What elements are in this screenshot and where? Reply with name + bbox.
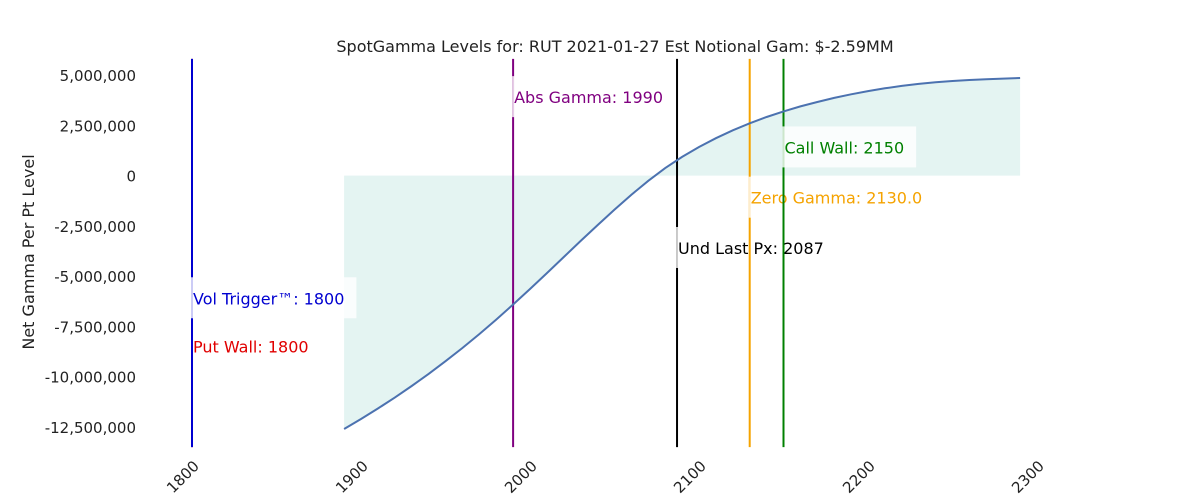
call-wall-label-background [782, 126, 917, 168]
y-tick-label: -12,500,000 [45, 419, 136, 437]
y-axis-label: Net Gamma Per Pt Level [19, 154, 38, 349]
zero-gamma-label: Zero Gamma: 2130.0 [751, 189, 923, 208]
x-tick-label: 2000 [501, 457, 541, 497]
y-tick-label: 2,500,000 [60, 117, 136, 135]
x-tick-label: 1900 [332, 457, 372, 497]
x-tick-label: 2100 [670, 457, 710, 497]
x-tick-label: 1800 [163, 457, 203, 497]
gamma-curve [343, 77, 1021, 430]
x-tick-label: 2200 [839, 457, 879, 497]
y-tick-label: 0 [126, 168, 136, 186]
chart-title: SpotGamma Levels for: RUT 2021-01-27 Est… [336, 37, 893, 56]
call-wall-label: Call Wall: 2150 [785, 138, 905, 157]
put-wall-label-background [191, 325, 321, 367]
put-wall-label: Put Wall: 1800 [193, 338, 309, 357]
y-tick-label: -5,000,000 [54, 268, 136, 286]
und-last-px-label-background [676, 226, 836, 268]
zero-gamma-label-background [748, 176, 935, 218]
y-tick-label: -7,500,000 [54, 318, 136, 336]
und-last-px-label: Und Last Px: 2087 [678, 239, 824, 258]
y-tick-label: -2,500,000 [54, 218, 136, 236]
vol-trigger-label-background [191, 277, 357, 319]
abs-gamma-label-background [512, 76, 676, 118]
vol-trigger-label: Vol Trigger™: 1800 [193, 289, 344, 308]
y-tick-label: -10,000,000 [45, 369, 136, 387]
plot-area: Put Wall: 1800 Vol Trigger™: 1800 Abs Gamm… [45, 58, 1048, 497]
abs-gamma-label: Abs Gamma: 1990 [514, 88, 663, 107]
x-tick-label: 2300 [1008, 457, 1048, 497]
y-tick-label: 5,000,000 [60, 67, 136, 85]
